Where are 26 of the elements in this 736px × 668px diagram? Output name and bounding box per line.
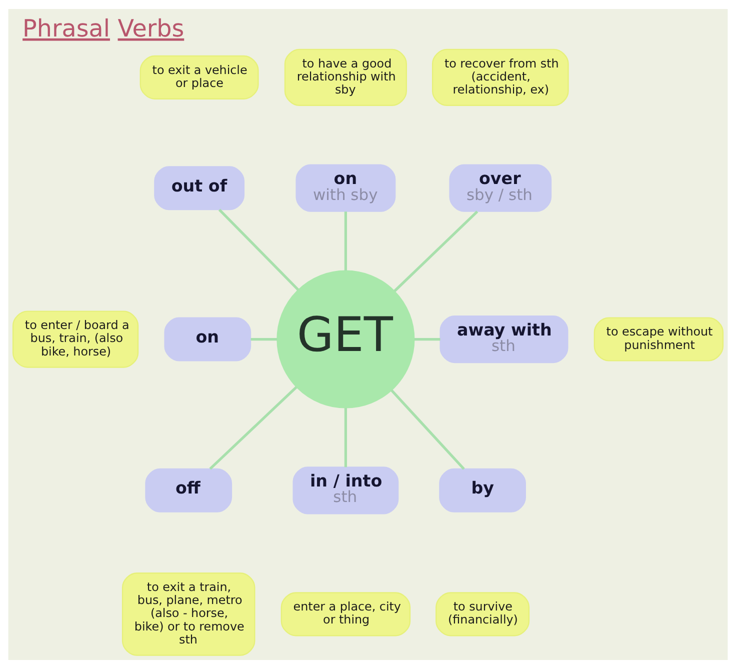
node-box: to escape without punishment bbox=[594, 316, 724, 361]
connector bbox=[394, 210, 478, 292]
node-box: to survive (financially) bbox=[436, 592, 530, 636]
node-box: to exit a vehicle or place bbox=[140, 54, 259, 99]
connector bbox=[218, 208, 300, 290]
node-box: on bbox=[164, 316, 252, 361]
node-box: to have a good relationship with sby bbox=[284, 48, 407, 106]
connector bbox=[250, 337, 278, 340]
connector bbox=[209, 386, 298, 470]
connector bbox=[390, 389, 465, 470]
node-box: on with sby bbox=[296, 164, 396, 212]
node-box: to exit a train, bus, plane, metro (also - horse, bike) or to remove sth bbox=[122, 572, 256, 656]
node-box: by bbox=[439, 468, 526, 512]
node-box: to enter / board a bus, train, (also bike, horse) bbox=[12, 310, 139, 368]
node-box: enter a place, city or thing bbox=[280, 592, 411, 636]
node-box: away with sth bbox=[440, 314, 568, 363]
connector bbox=[344, 407, 347, 467]
node-box: off bbox=[145, 468, 232, 512]
node-circle: GET bbox=[276, 270, 415, 408]
node-box: over sby / sth bbox=[449, 164, 552, 212]
node-box: to recover from sth (accident, relationship, ex) bbox=[432, 48, 569, 106]
node-box: in / into sth bbox=[292, 466, 399, 514]
diagram-title: Phrasal Verbs bbox=[22, 14, 184, 42]
connector bbox=[344, 211, 347, 270]
node-box: out of bbox=[154, 166, 245, 210]
connector bbox=[414, 337, 440, 340]
